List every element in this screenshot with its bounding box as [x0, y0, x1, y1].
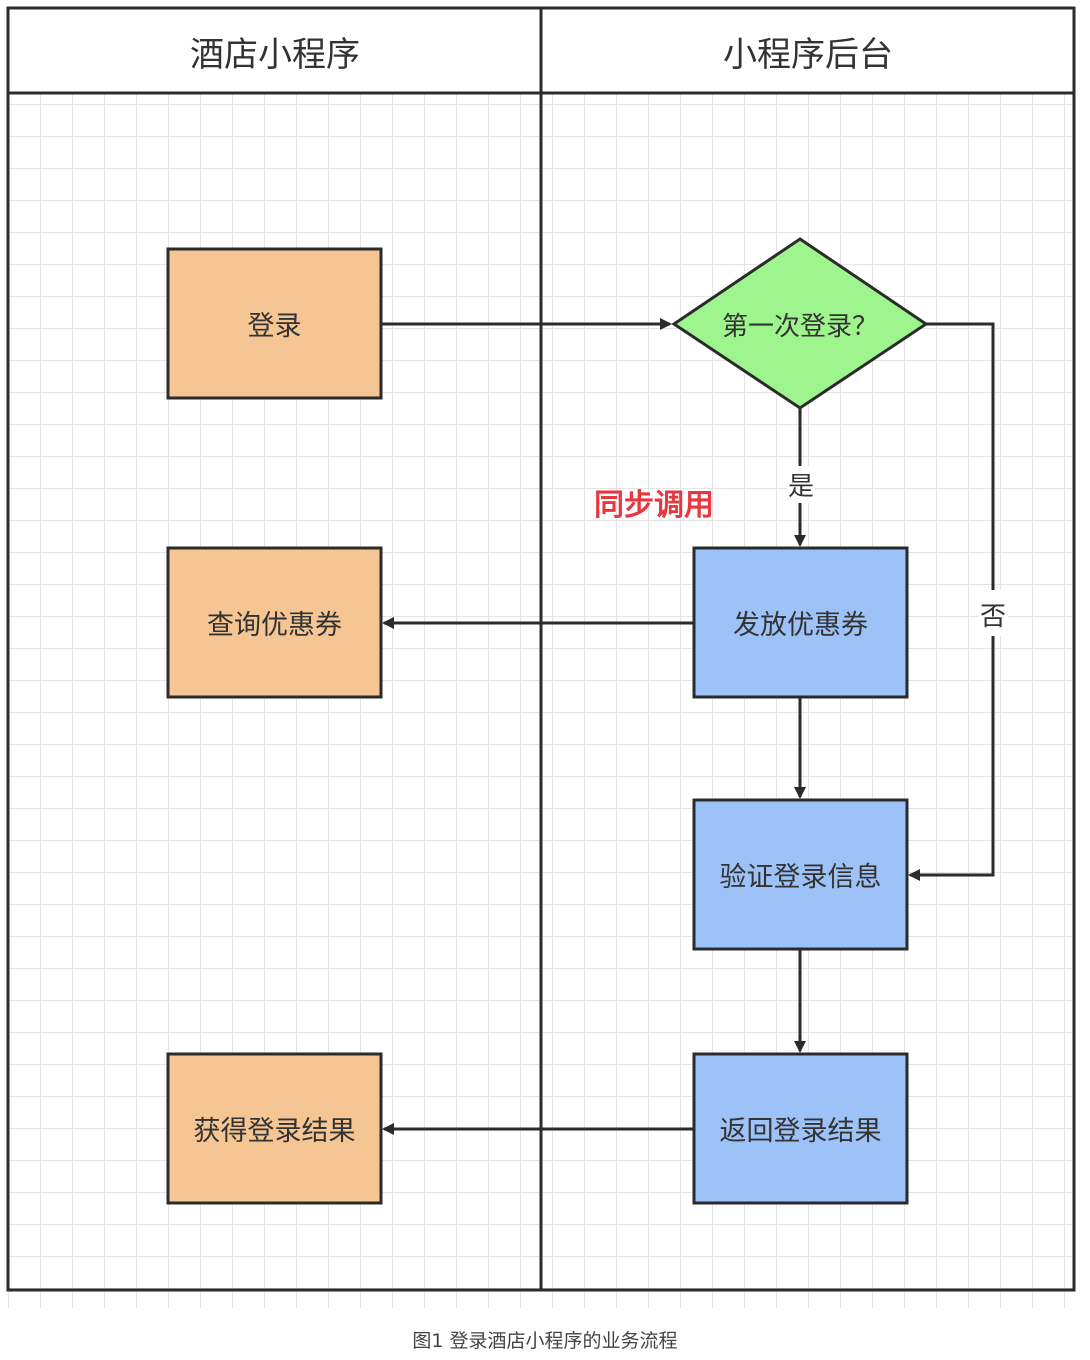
left-lane-header — [9, 9, 540, 92]
get-result-text: 获得登录结果 — [193, 1116, 356, 1147]
left-lane-title: 酒店小程序 — [190, 34, 360, 75]
verify-login-box — [692, 798, 909, 951]
right-lane-title: 小程序后台 — [723, 34, 893, 75]
right-lane-header — [542, 9, 1073, 92]
no-edge-label: 否 — [980, 602, 1007, 632]
query-coupon-text: 查询优惠券 — [207, 610, 342, 641]
return-result-text: 返回登录结果 — [719, 1116, 882, 1147]
query-coupon-box — [166, 546, 383, 699]
issue-coupon-box — [692, 546, 909, 699]
return-result-box — [692, 1052, 909, 1205]
no-label-gap — [978, 590, 1008, 636]
figure-caption: 图1 登录酒店小程序的业务流程 — [412, 1330, 678, 1352]
login-box — [166, 247, 383, 400]
sync-call-annotation: 同步调用 — [594, 488, 714, 523]
issue-coupon-text: 发放优惠券 — [733, 610, 868, 641]
verify-login-text: 验证登录信息 — [719, 862, 882, 893]
first-login-decision — [671, 237, 929, 410]
first-login-text: 第一次登录？ — [721, 311, 878, 342]
yes-edge-label: 是 — [787, 466, 816, 503]
get-result-box — [166, 1052, 383, 1205]
login-text: 登录 — [247, 311, 302, 342]
